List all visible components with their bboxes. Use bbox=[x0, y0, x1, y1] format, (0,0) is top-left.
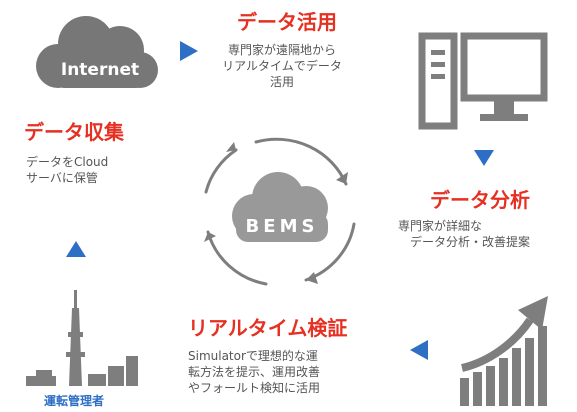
growth-chart-icon bbox=[458, 296, 558, 406]
verify-description: Simulatorで理想的な運 転方法を提示、運用改善 やフォールト検知に活用 bbox=[188, 349, 321, 395]
bems-cycle: BEMS bbox=[196, 132, 366, 292]
collect-description: データをCloud サーバに保管 bbox=[26, 155, 109, 185]
internet-label: Internet bbox=[60, 60, 140, 80]
collect-title: データ収集 bbox=[24, 120, 124, 144]
operator-label: 運転管理者 bbox=[44, 394, 105, 408]
analyze-title: データ分析 bbox=[430, 188, 530, 212]
verify-title: リアルタイム検証 bbox=[188, 316, 348, 340]
analyze-description: 専門家が詳細な データ分析・改善提案 bbox=[398, 219, 531, 249]
bems-label: BEMS bbox=[245, 216, 319, 237]
utilize-title: データ活用 bbox=[237, 10, 337, 34]
internet-cloud-icon: Internet bbox=[20, 6, 170, 98]
tower-building-icon bbox=[26, 290, 156, 386]
utilize-description: 専門家が遠隔地から リアルタイムでデータ 活用 bbox=[222, 43, 342, 89]
cycle-arrows-icon bbox=[204, 137, 356, 286]
arrow-up-icon bbox=[66, 241, 86, 257]
arrow-down-icon bbox=[474, 150, 494, 166]
arrow-left-icon bbox=[410, 340, 428, 360]
arrow-right-icon bbox=[180, 41, 198, 61]
desktop-computer-icon bbox=[418, 32, 550, 134]
